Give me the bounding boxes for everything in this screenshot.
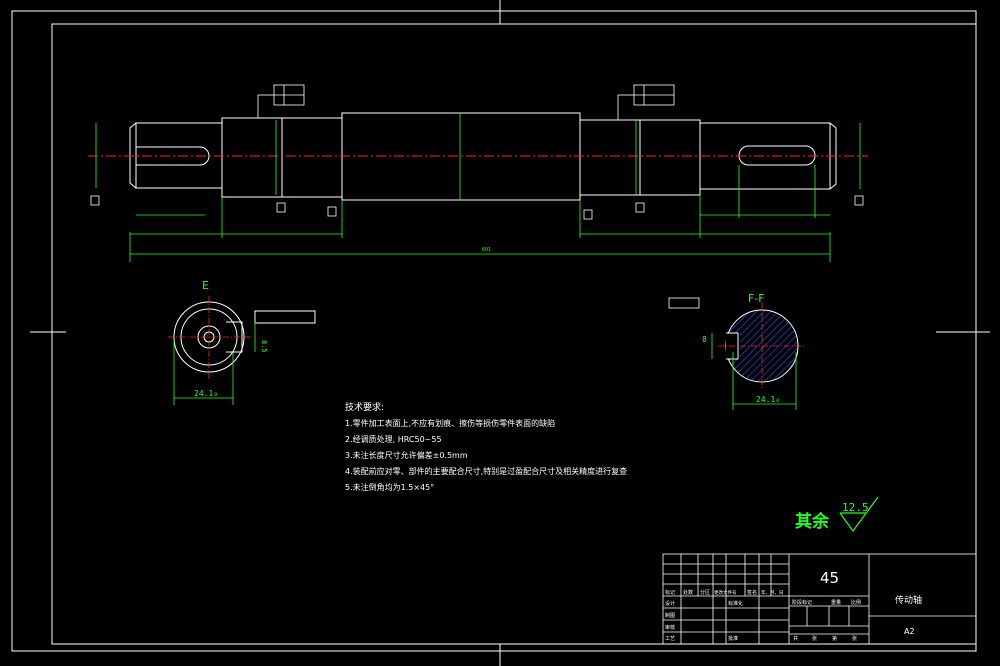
tech-requirement-5: 5.未注倒角均为1.5×45° — [345, 482, 434, 492]
tech-requirement-3: 3.未注长度尺寸允许偏差±0.5mm — [345, 450, 468, 460]
section-e-dims — [173, 322, 256, 405]
rev-header-count: 处数 — [683, 589, 693, 596]
roughness-label: 其余 — [795, 511, 830, 532]
overall-length-dim: 601 — [482, 247, 491, 253]
rev-header-zone: 分区 — [700, 589, 710, 596]
section-e-width-dim: 24.1₀ — [194, 389, 218, 398]
approval-label: 批准 — [728, 635, 738, 642]
section-e-keyway-dim: 8.5 — [260, 340, 268, 353]
section-ff-view — [668, 297, 799, 383]
tech-requirement-2: 2.经调质处理, HRC50~55 — [345, 434, 442, 444]
roughness-value: 12.5 — [842, 501, 869, 514]
roughness-symbol — [839, 496, 879, 533]
title-sheet-size: A2 — [904, 627, 915, 636]
row-label-draw: 制图 — [665, 612, 675, 619]
sheet-count-unit2: 张 — [852, 635, 857, 642]
stage-header-scale: 比例 — [851, 599, 861, 606]
rev-header-doc: 更改文件号 — [714, 589, 737, 596]
section-e-centerlines — [168, 296, 252, 380]
title-material: 45 — [820, 569, 839, 587]
rev-header-mark: 标记 — [665, 589, 675, 596]
tech-requirement-4: 4.装配前应对零、部件的主要配合尺寸,特别是过盈配合尺寸及相关精度进行复查 — [345, 466, 627, 476]
title-block-lines — [662, 553, 977, 645]
section-ff-dims — [711, 333, 797, 410]
stage-header-weight: 重量 — [831, 599, 841, 606]
tolerance-frames — [90, 84, 864, 220]
title-part-name: 传动轴 — [895, 594, 922, 606]
tech-requirements-title: 技术要求: — [345, 401, 384, 413]
sheet-frame — [11, 0, 990, 666]
rev-header-date: 年、月、日 — [761, 589, 784, 596]
sheet-count-unit1: 张 — [812, 635, 817, 642]
row-label-design: 设计 — [665, 600, 675, 607]
main-view-dimensions — [95, 113, 861, 262]
tech-requirement-1: 1.零件加工表面上,不应有划痕、擦伤等损伤零件表面的缺陷 — [345, 418, 555, 428]
row-label-review: 审核 — [665, 624, 675, 631]
section-ff-keyway-dim: 8 — [702, 335, 707, 344]
section-ff-label: F-F — [748, 292, 765, 305]
standardization-label: 标准化 — [728, 600, 743, 607]
row-label-process: 工艺 — [665, 636, 675, 642]
section-e-label: E — [202, 279, 209, 292]
section-ff-width-dim: 24.1₀ — [756, 395, 780, 404]
section-ff-centerlines — [718, 302, 806, 390]
sheet-count-no: 第 — [832, 635, 837, 642]
rev-header-sign: 签名 — [747, 589, 757, 596]
stage-header-mark: 阶段标记 — [792, 599, 812, 606]
sheet-count-total: 共 — [793, 635, 798, 642]
